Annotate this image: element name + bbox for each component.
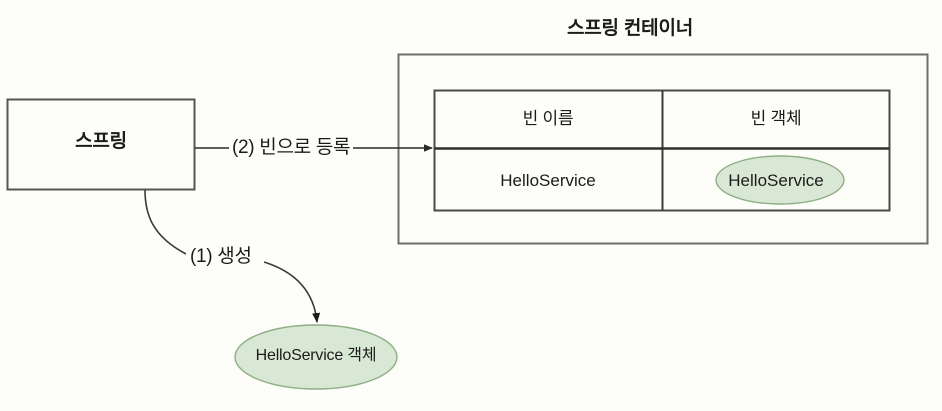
table-cell-bean-name: HelloService <box>500 171 596 190</box>
edge-label-register-as-bean: (2) 빈으로 등록 <box>229 137 354 158</box>
bean-object-ellipse <box>715 155 845 205</box>
spring-box-label: 스프링 <box>75 131 127 152</box>
spring-container-title: 스프링 컨테이너 <box>0 19 942 38</box>
table-header-bean-object: 빈 객체 <box>750 109 802 128</box>
edge-label-create-object: (1) 생성 <box>186 246 256 267</box>
spring-box <box>6 98 196 191</box>
hello-service-object-ellipse <box>234 324 398 390</box>
hello-service-object-label: HelloService 객체 <box>255 347 377 364</box>
edge-create-object-curve-a <box>144 189 187 255</box>
table-header-bean-name: 빈 이름 <box>522 109 574 128</box>
table-cell-bean-object: HelloService <box>728 171 824 190</box>
spring-container-box <box>397 53 929 245</box>
spring-container-title-text: 스프링 컨테이너 <box>566 18 694 39</box>
edge-create-object-curve-b <box>263 261 321 323</box>
